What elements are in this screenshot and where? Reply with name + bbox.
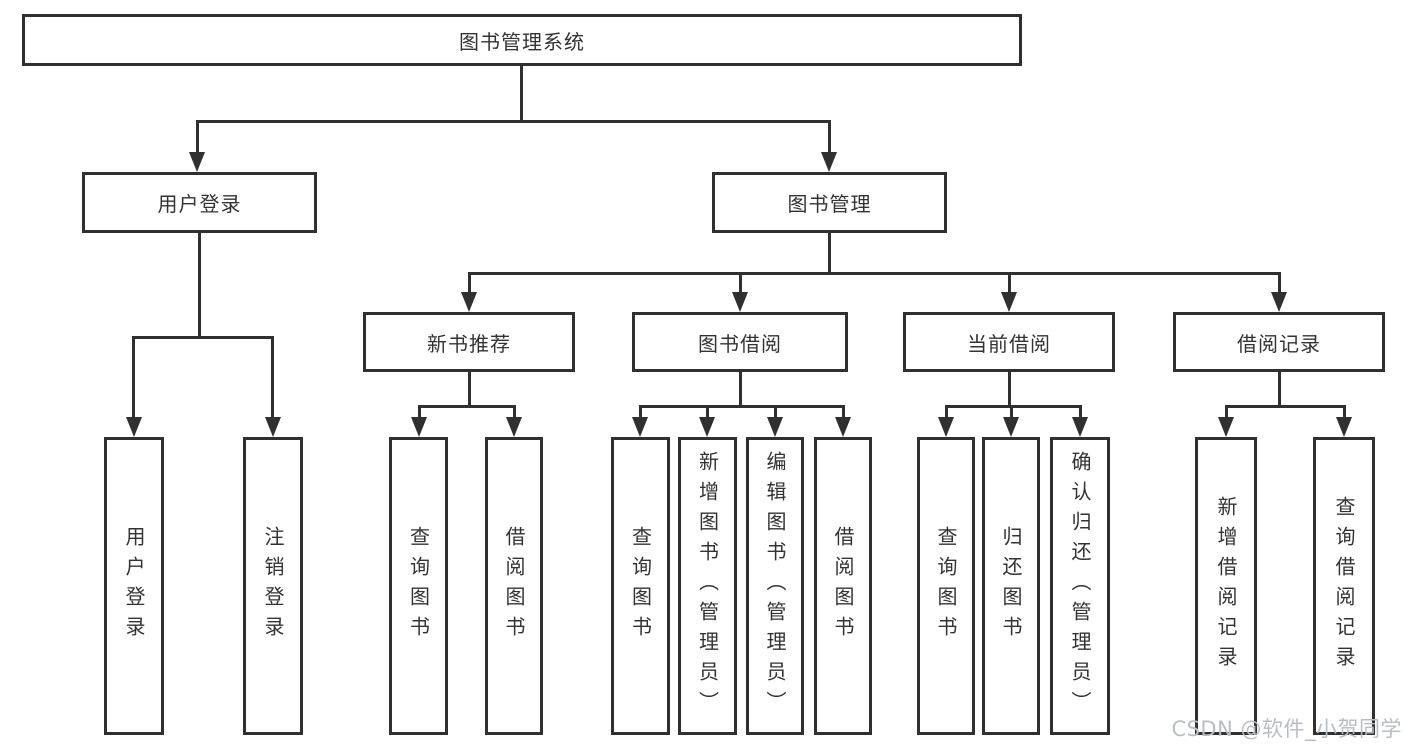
connector-drop — [639, 405, 642, 419]
connector-drop — [842, 405, 845, 419]
arrowhead-down-icon — [126, 417, 142, 437]
leaf-label: 归还图书 — [999, 526, 1023, 646]
connector-root-stem — [520, 66, 523, 120]
connector-userlogin-stem — [198, 233, 201, 336]
arrowhead-down-icon — [1001, 292, 1017, 312]
leaf-query-books-newbook: 查询图书 — [389, 437, 448, 735]
arrowhead-down-icon — [767, 417, 783, 437]
leaf-return-books: 归还图书 — [982, 437, 1040, 735]
arrowhead-down-icon — [938, 417, 954, 437]
leaf-label: 查询借阅记录 — [1332, 496, 1356, 676]
leaf-label: 借阅图书 — [502, 526, 526, 646]
leaf-label: 借阅图书 — [831, 526, 855, 646]
connector-drop — [513, 405, 516, 419]
leaf-edit-books-admin: 编辑图书（管理员） — [746, 437, 804, 735]
connector-drop — [468, 272, 471, 294]
connector-drop — [1079, 405, 1082, 419]
connector-current-bar — [945, 405, 1081, 408]
connector-records-stem — [1278, 372, 1281, 405]
leaf-label: 新增借阅记录 — [1214, 496, 1238, 676]
arrowhead-down-icon — [835, 417, 851, 437]
connector-drop — [1225, 405, 1228, 419]
arrowhead-down-icon — [699, 417, 715, 437]
leaf-add-borrow-record: 新增借阅记录 — [1195, 437, 1257, 735]
arrowhead-down-icon — [265, 417, 281, 437]
connector-drop — [1008, 272, 1011, 294]
connector-drop — [828, 120, 831, 156]
leaf-confirm-return-admin: 确认归还（管理员） — [1050, 437, 1110, 735]
node-book-management: 图书管理 — [712, 172, 947, 233]
arrowhead-down-icon — [506, 417, 522, 437]
arrowhead-down-icon — [461, 292, 477, 312]
connector-records-bar — [1225, 405, 1345, 408]
leaf-query-books-borrowing: 查询图书 — [611, 437, 670, 735]
arrowhead-down-icon — [1003, 417, 1019, 437]
leaf-label: 查询图书 — [934, 526, 958, 646]
connector-root-bar — [197, 120, 830, 123]
connector-drop — [271, 336, 274, 419]
leaf-borrow-books-borrowing: 借阅图书 — [814, 437, 872, 735]
connector-newbook-stem — [468, 372, 471, 405]
csdn-watermark: CSDN @软件_小贺同学 — [1171, 717, 1402, 741]
leaf-label: 注销登录 — [261, 526, 285, 646]
leaf-logout: 注销登录 — [243, 437, 303, 735]
node-book-borrowing: 图书借阅 — [632, 312, 848, 372]
leaf-query-borrow-record: 查询借阅记录 — [1313, 437, 1375, 735]
node-new-book-recommend: 新书推荐 — [363, 312, 575, 372]
leaf-add-books-admin: 新增图书（管理员） — [678, 437, 737, 735]
leaf-label: 新增图书（管理员） — [695, 451, 720, 721]
arrowhead-down-icon — [732, 292, 748, 312]
connector-bookmgmt-bar — [468, 272, 1281, 275]
connector-drop — [132, 336, 135, 419]
arrowhead-down-icon — [632, 417, 648, 437]
connector-userlogin-bar — [132, 336, 273, 339]
connector-drop — [1343, 405, 1346, 419]
node-borrowing-records: 借阅记录 — [1173, 312, 1385, 372]
arrowhead-down-icon — [411, 417, 427, 437]
connector-drop — [774, 405, 777, 419]
connector-drop — [1278, 272, 1281, 294]
node-current-borrowing: 当前借阅 — [903, 312, 1115, 372]
connector-drop — [1010, 405, 1013, 419]
connector-current-stem — [1008, 372, 1011, 405]
arrowhead-down-icon — [821, 152, 837, 172]
node-library-system: 图书管理系统 — [22, 14, 1022, 66]
arrowhead-down-icon — [189, 152, 205, 172]
connector-borrowing-bar — [639, 405, 843, 408]
connector-drop — [418, 405, 421, 419]
connector-drop — [196, 120, 199, 156]
connector-drop — [945, 405, 948, 419]
leaf-label: 查询图书 — [406, 526, 431, 646]
leaf-label: 确认归还（管理员） — [1068, 451, 1092, 721]
leaf-query-books-current: 查询图书 — [917, 437, 975, 735]
connector-drop — [739, 272, 742, 294]
connector-borrowing-stem — [739, 372, 742, 405]
leaf-user-login: 用户登录 — [104, 437, 164, 735]
arrowhead-down-icon — [1072, 417, 1088, 437]
leaf-label: 编辑图书（管理员） — [763, 451, 787, 721]
leaf-borrow-books-newbook: 借阅图书 — [485, 437, 543, 735]
arrowhead-down-icon — [1336, 417, 1352, 437]
connector-drop — [706, 405, 709, 419]
node-user-login: 用户登录 — [82, 172, 317, 233]
connector-bookmgmt-stem — [828, 233, 831, 272]
leaf-label: 查询图书 — [628, 526, 653, 646]
leaf-label: 用户登录 — [122, 526, 146, 646]
arrowhead-down-icon — [1218, 417, 1234, 437]
arrowhead-down-icon — [1271, 292, 1287, 312]
connector-newbook-bar — [418, 405, 515, 408]
